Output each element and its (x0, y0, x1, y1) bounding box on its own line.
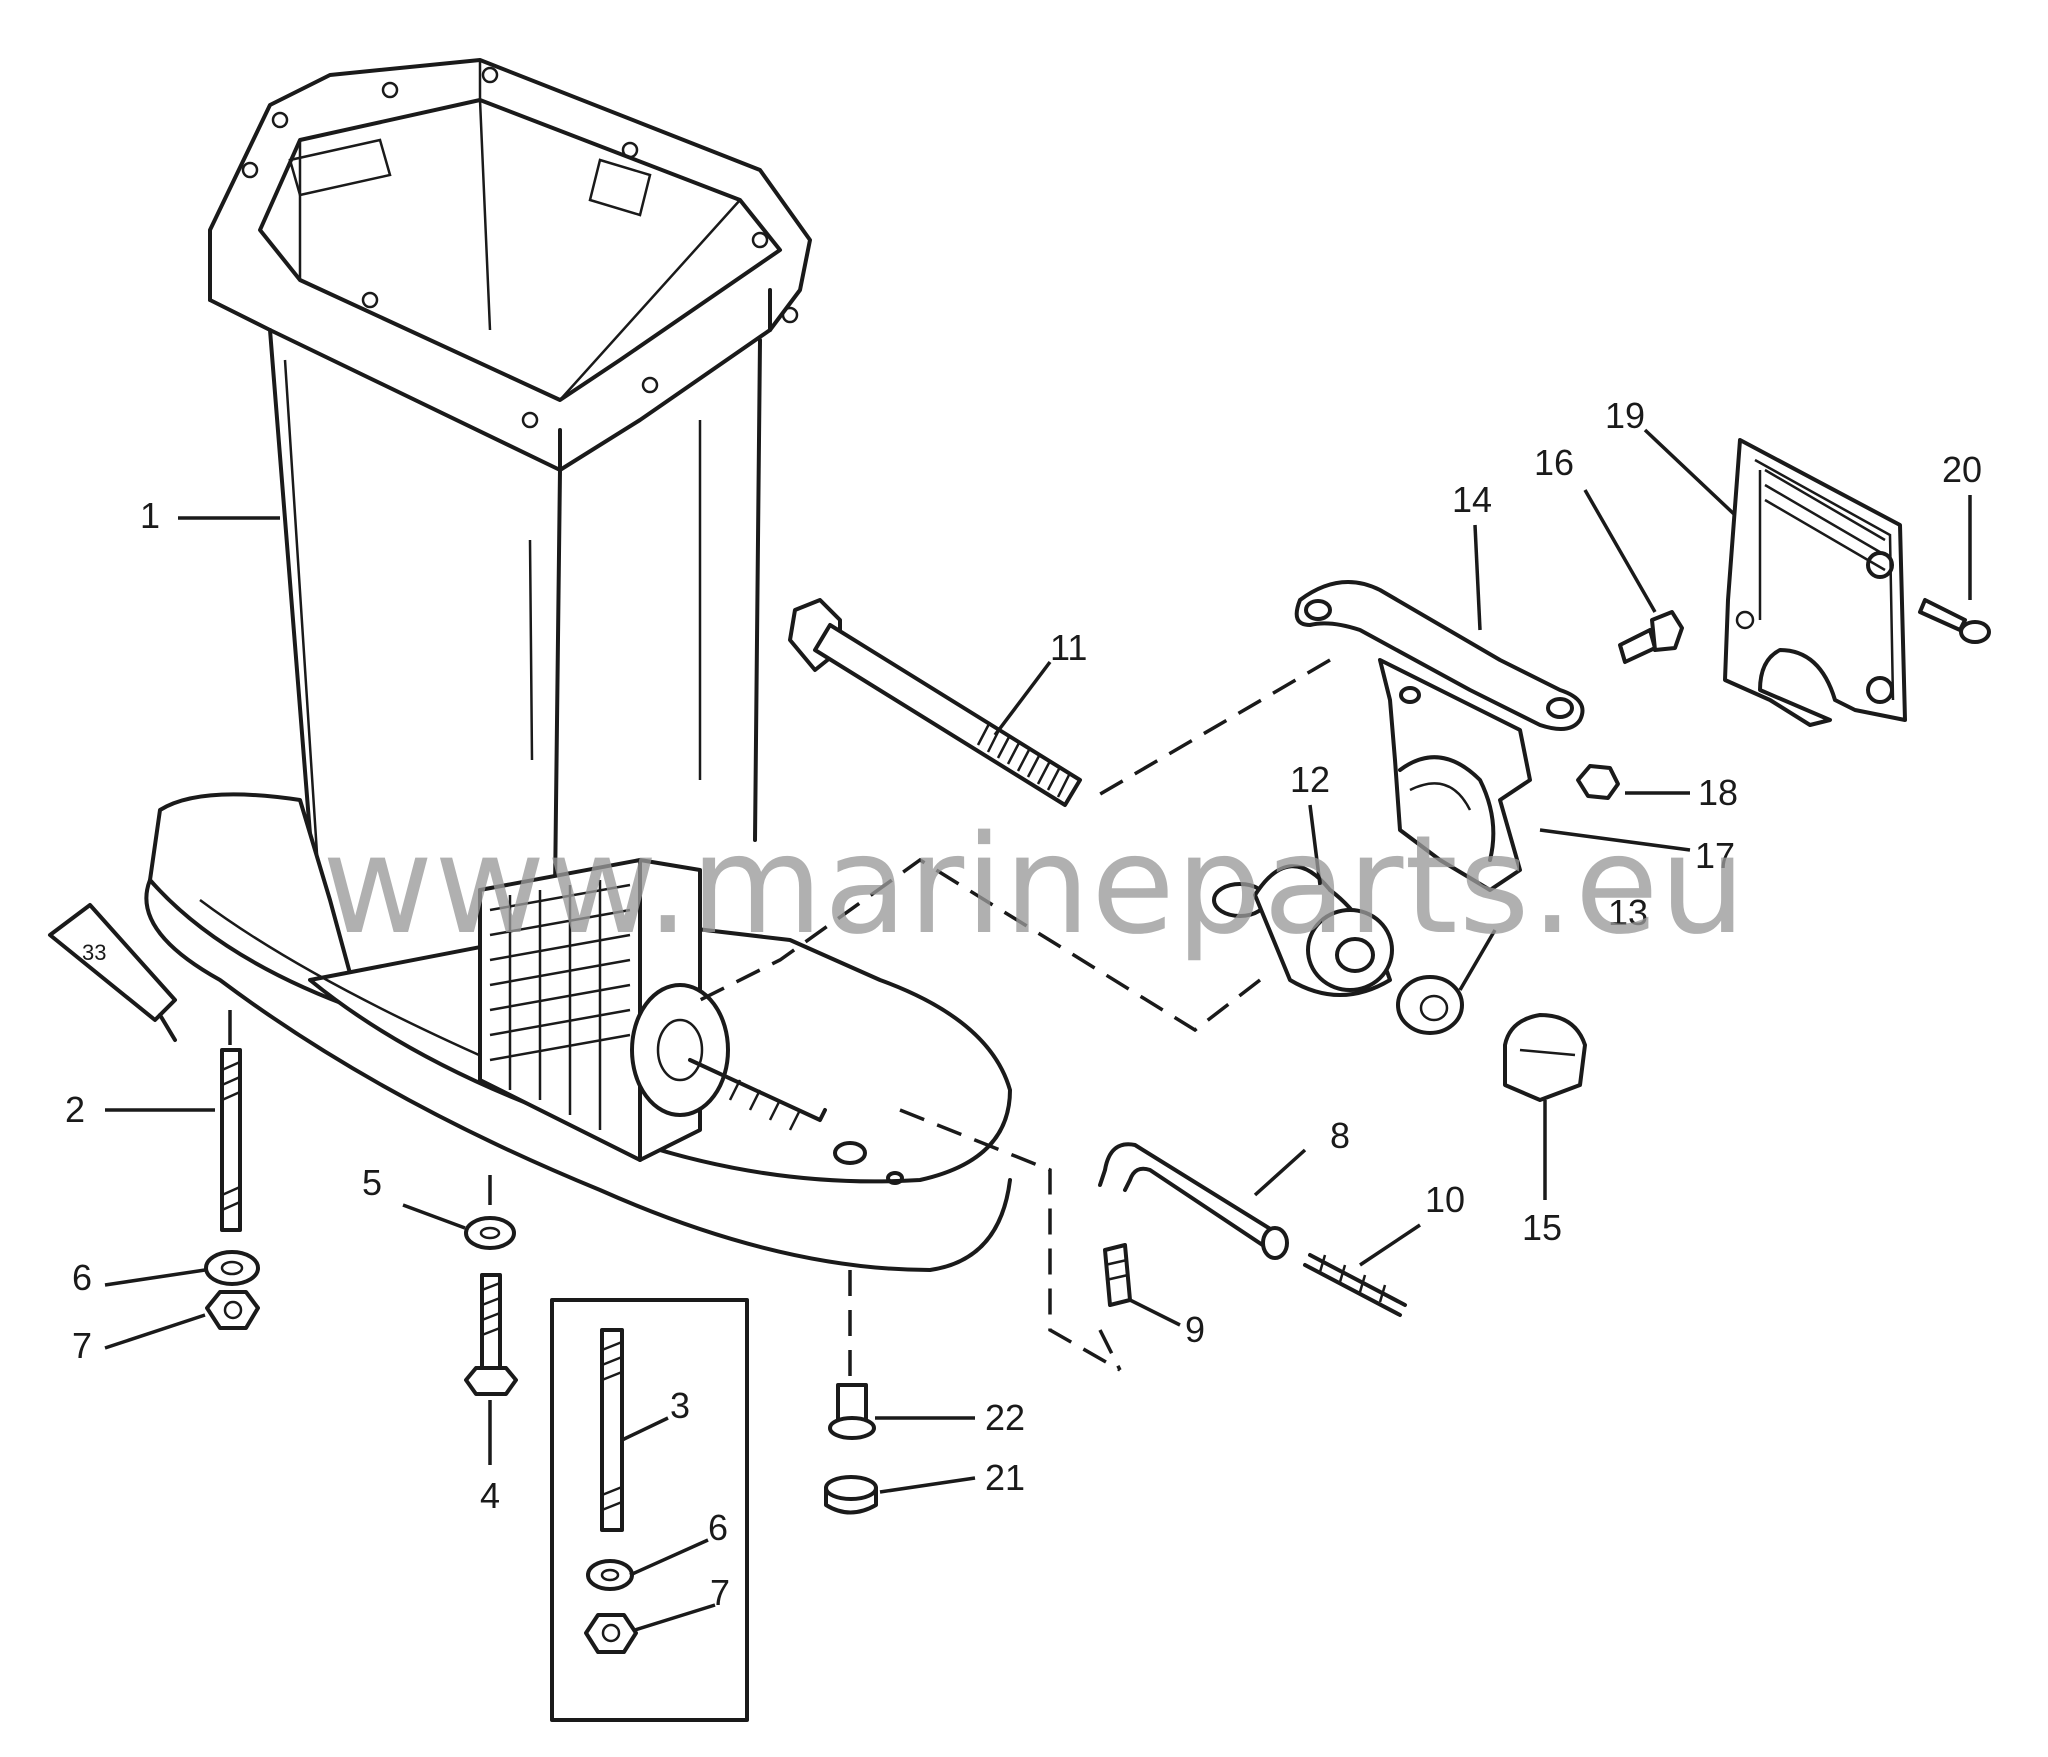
washer-left (204, 1250, 260, 1286)
callout-12: 12 (1290, 759, 1330, 800)
callout-6-box: 6 (708, 1507, 728, 1548)
callout-7-box: 7 (710, 1572, 730, 1613)
bolt-center (464, 1273, 518, 1465)
threaded-rod-10 (1303, 1253, 1407, 1317)
callout-13: 13 (1608, 892, 1648, 933)
alternate-stud-kit-box (550, 1298, 749, 1722)
sealant-tube-label: 33 (82, 940, 106, 965)
callout-21: 21 (985, 1457, 1025, 1498)
fitting-9 (1103, 1243, 1132, 1307)
cover-plate (1723, 438, 1907, 727)
rubber-mount (1212, 864, 1394, 997)
callout-17: 17 (1695, 835, 1735, 876)
washer-center (464, 1216, 516, 1250)
callout-16: 16 (1534, 442, 1574, 483)
screw-20 (1918, 598, 1991, 644)
callout-20: 20 (1942, 449, 1982, 490)
stud-left (220, 1010, 242, 1232)
callout-2: 2 (65, 1089, 85, 1130)
driveshaft-housing (144, 58, 1012, 1272)
callout-19: 19 (1605, 395, 1645, 436)
bushing-22 (828, 1383, 876, 1440)
nut-18 (1576, 764, 1620, 800)
nut-left (205, 1290, 260, 1330)
washer-13 (1396, 975, 1464, 1035)
callout-1: 1 (140, 495, 160, 536)
callout-8: 8 (1330, 1115, 1350, 1156)
callout-numbers: 1 2 3 4 5 6 6 7 7 8 9 10 11 12 13 14 15 … (65, 395, 1982, 1613)
sealant-tube: 33 (48, 903, 177, 1042)
callout-22: 22 (985, 1397, 1025, 1438)
callout-5: 5 (362, 1162, 382, 1203)
mount-strap (1294, 580, 1585, 731)
grommet-21 (824, 1475, 878, 1515)
watermark-text: www.marineparts.eu (322, 807, 1747, 965)
callout-15: 15 (1522, 1207, 1562, 1248)
leader-lines (104, 428, 1972, 1632)
acorn-nut (1503, 1013, 1587, 1102)
water-tube (1098, 1142, 1289, 1260)
callout-6-left: 6 (72, 1257, 92, 1298)
callout-7-left: 7 (72, 1325, 92, 1366)
callout-3: 3 (670, 1385, 690, 1426)
screw-16 (1618, 610, 1684, 664)
callout-14: 14 (1452, 479, 1492, 520)
callout-18: 18 (1698, 772, 1738, 813)
mount-cradle (1378, 658, 1532, 892)
callout-9: 9 (1185, 1309, 1205, 1350)
long-bolt (788, 598, 1082, 807)
callout-11: 11 (1050, 627, 1087, 668)
callout-4: 4 (480, 1475, 500, 1516)
callout-10: 10 (1425, 1179, 1465, 1220)
